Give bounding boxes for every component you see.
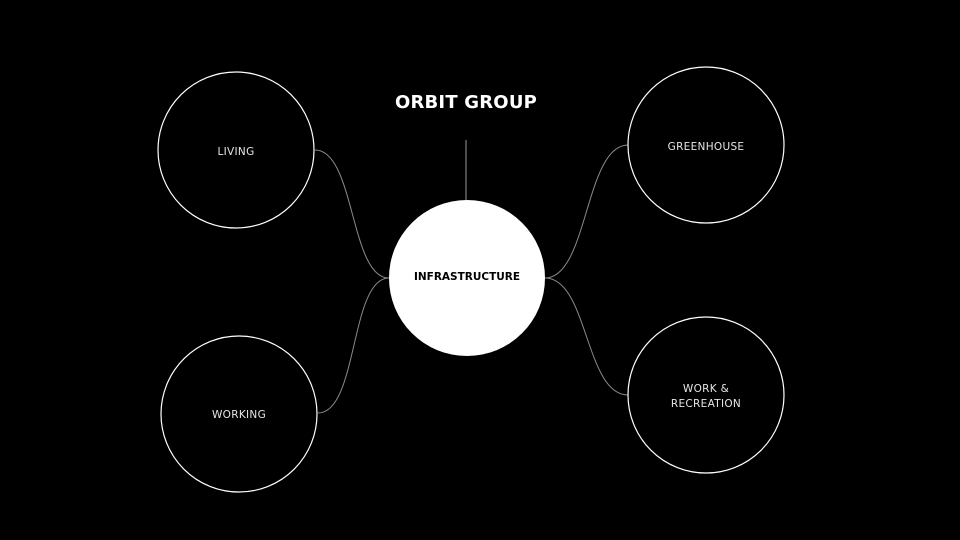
center-node-circle — [389, 200, 545, 356]
connector-working — [317, 277, 390, 414]
connector-work-recreation — [544, 277, 629, 396]
connector-living — [314, 149, 390, 279]
connector-greenhouse — [544, 144, 629, 279]
diagram-title: ORBIT GROUP — [394, 92, 538, 113]
node-working-circle — [160, 335, 318, 493]
node-living-circle — [157, 71, 315, 229]
node-work-recreation-circle — [627, 316, 785, 474]
node-work-recreation-line2: RECREATION — [670, 398, 742, 410]
node-greenhouse-label: GREENHOUSE — [667, 141, 745, 153]
node-work-recreation-line1: WORK & — [682, 383, 730, 395]
node-work-recreation-label: WORK & RECREATION — [646, 382, 766, 412]
center-node-label: INFRASTRUCTURE — [413, 271, 521, 283]
node-working-label: WORKING — [211, 409, 266, 421]
node-living-label: LIVING — [217, 146, 255, 158]
node-greenhouse-circle — [627, 66, 785, 224]
